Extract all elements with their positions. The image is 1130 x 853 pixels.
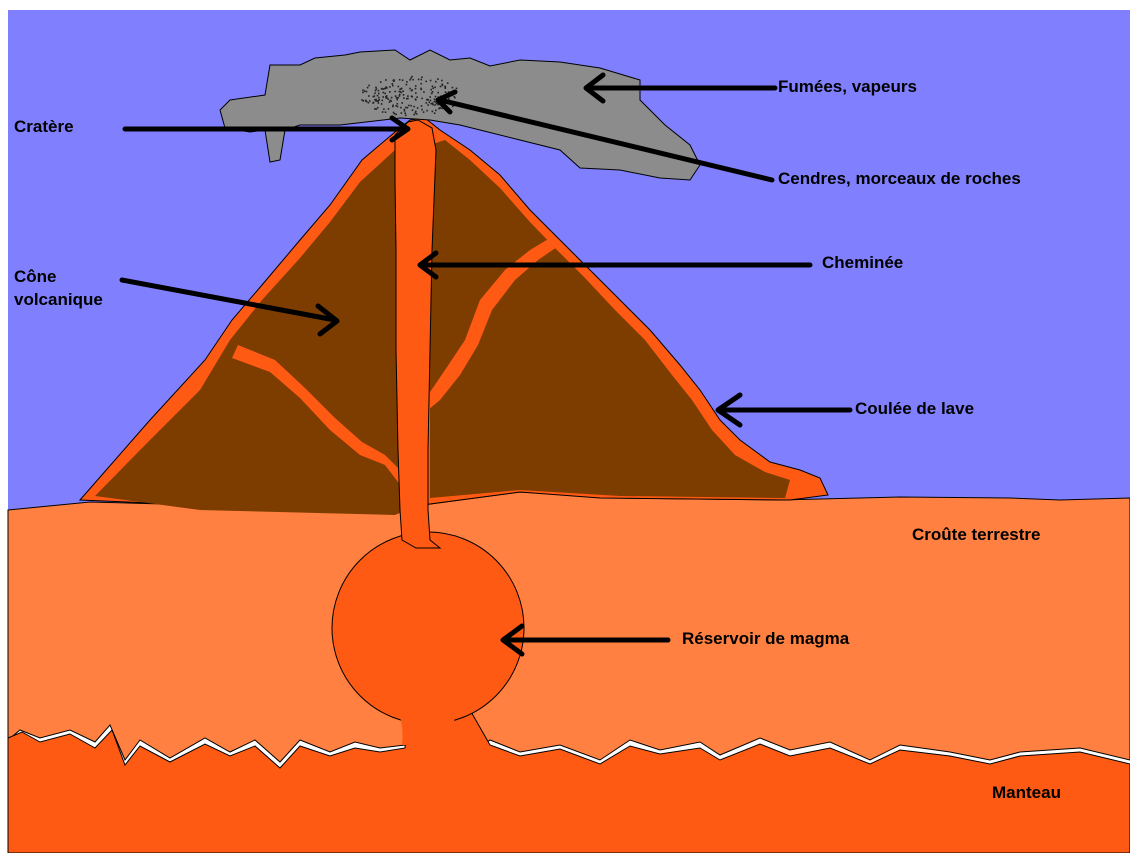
- label-cone-line1: Cône: [14, 267, 57, 286]
- label-croute: Croûte terrestre: [912, 525, 1041, 544]
- label-cheminee: Cheminée: [822, 253, 903, 272]
- label-manteau: Manteau: [992, 783, 1061, 802]
- label-coulee: Coulée de lave: [855, 399, 974, 418]
- label-reservoir: Réservoir de magma: [682, 629, 850, 648]
- magma-reservoir: [332, 532, 524, 724]
- reservoir-neck: [398, 712, 458, 745]
- label-cendres: Cendres, morceaux de roches: [778, 169, 1021, 188]
- label-fumees: Fumées, vapeurs: [778, 77, 917, 96]
- label-cratere: Cratère: [14, 117, 74, 136]
- label-cone-line2: volcanique: [14, 290, 103, 309]
